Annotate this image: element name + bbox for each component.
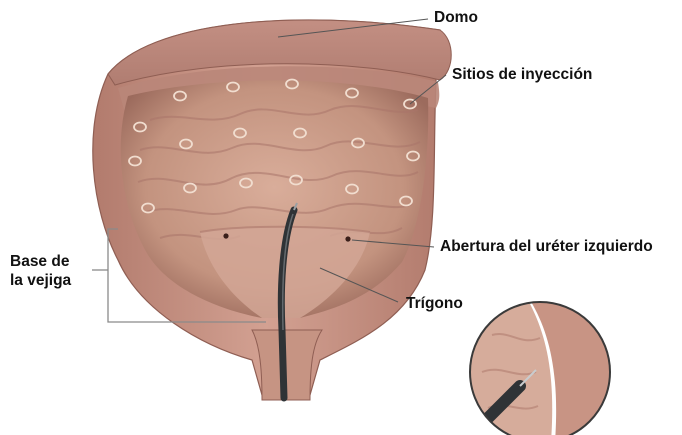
label-trigone: Trígono (406, 294, 463, 313)
left-ureter-opening (345, 236, 350, 241)
label-bladder-base: Base de la vejiga (10, 252, 100, 290)
right-ureter-opening (223, 233, 228, 238)
label-injection-sites: Sitios de inyección (452, 65, 592, 84)
label-dome: Domo (434, 8, 478, 27)
label-bladder-base-line1: Base de (10, 252, 100, 271)
label-left-ureter-opening: Abertura del uréter izquierdo (440, 237, 653, 256)
magnified-inset (470, 300, 620, 435)
label-bladder-base-line2: la vejiga (10, 271, 100, 290)
